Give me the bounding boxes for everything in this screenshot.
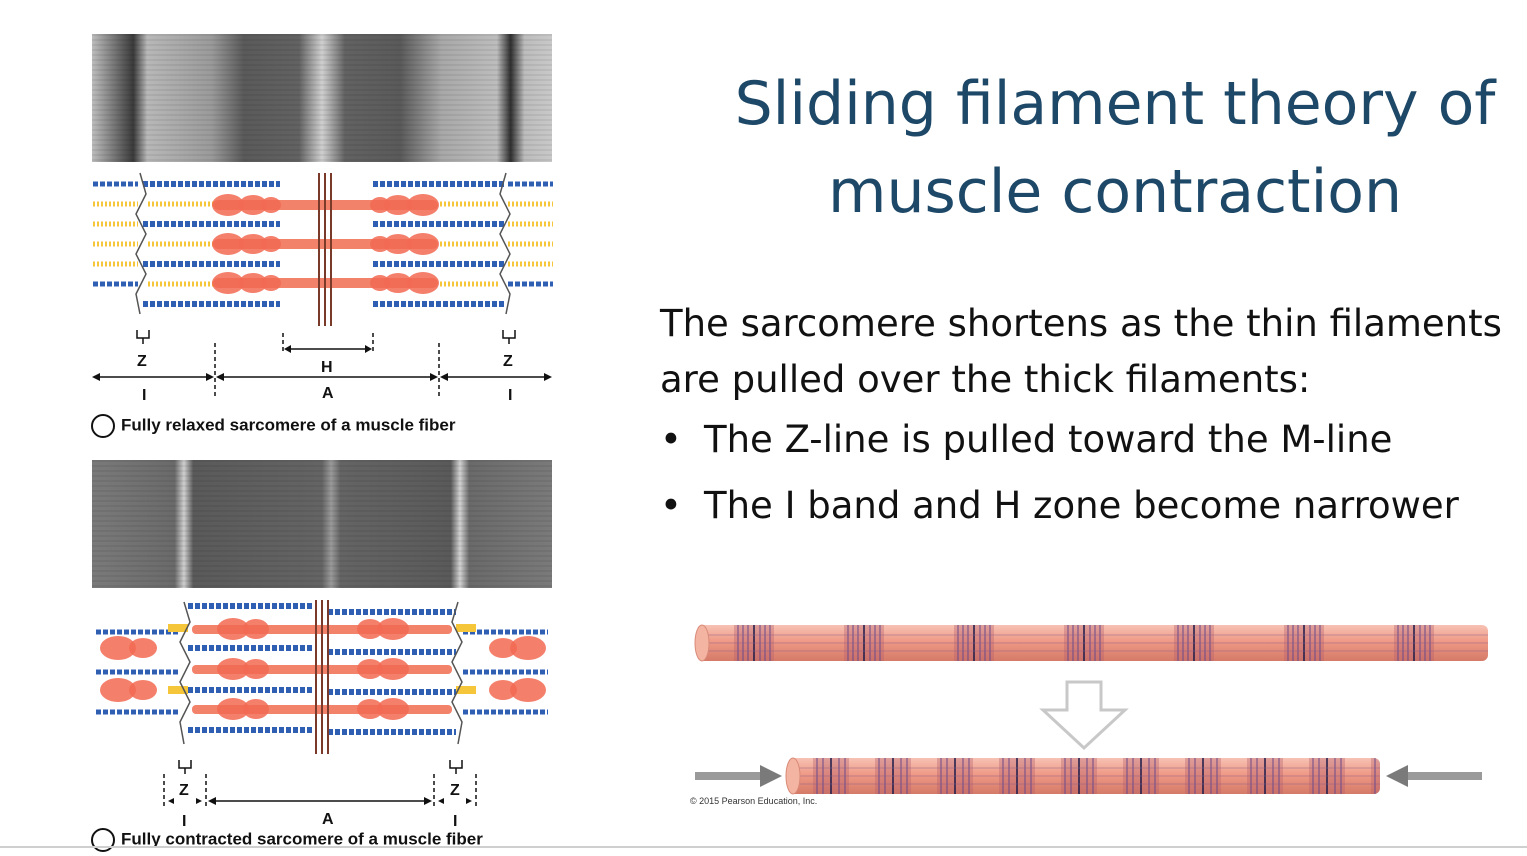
contracted-caption: Fully contracted sarcomere of a muscle f… <box>91 828 483 852</box>
z-label-right: Z <box>503 353 513 370</box>
z-discs <box>135 172 511 315</box>
relaxed-caption: Fully relaxed sarcomere of a muscle fibe… <box>91 414 455 438</box>
relaxed-sarcomere-diagram: Z Z H A I I <box>92 172 553 404</box>
m-line <box>318 173 332 326</box>
i-band-label-left: I <box>142 387 146 404</box>
bullet-item-1: •The Z-line is pulled toward the M-line <box>660 418 1393 461</box>
z-discs <box>179 601 463 745</box>
intro-line-1: The sarcomere shortens as the thin filam… <box>660 302 1502 345</box>
down-arrow-icon <box>1039 680 1129 751</box>
i-band-label-right: I <box>508 387 512 404</box>
intro-line-2: are pulled over the thick filaments: <box>660 358 1311 401</box>
z-label-left: Z <box>137 353 147 370</box>
a-band-label: A <box>322 385 334 402</box>
h-zone-label: H <box>321 359 333 376</box>
bottom-divider <box>0 846 1527 848</box>
circle-icon <box>91 414 115 438</box>
title-line-2: muscle contraction <box>828 157 1402 227</box>
title-line-1: Sliding filament theory of <box>734 69 1496 139</box>
contracted-myofibril <box>785 757 1380 795</box>
contracted-micrograph <box>92 460 552 588</box>
relaxed-micrograph <box>92 34 552 162</box>
circle-icon <box>91 828 115 852</box>
bullet-icon: • <box>660 484 682 527</box>
m-line <box>315 600 329 754</box>
myofibril-figure <box>694 624 1488 795</box>
i-band-label-left: I <box>182 813 186 830</box>
z-label-left: Z <box>179 782 189 799</box>
z-label-right: Z <box>450 782 460 799</box>
slide-title: Sliding filament theory of muscle contra… <box>700 60 1527 236</box>
thin-filaments <box>93 181 553 307</box>
a-band-label: A <box>322 811 334 828</box>
bullet-icon: • <box>660 418 682 461</box>
contracted-sarcomere-diagram: Z Z A I I <box>96 600 548 830</box>
copyright-text: © 2015 Pearson Education, Inc. <box>690 796 818 806</box>
relaxed-myofibril <box>694 624 1488 662</box>
thin-filaments <box>96 603 548 735</box>
i-band-label-right: I <box>453 813 457 830</box>
right-arrow-icon <box>1386 765 1482 787</box>
left-arrow-icon <box>695 765 782 787</box>
intro-text: The sarcomere shortens as the thin filam… <box>660 296 1520 408</box>
bullet-item-2: •The I band and H zone become narrower <box>660 484 1459 527</box>
